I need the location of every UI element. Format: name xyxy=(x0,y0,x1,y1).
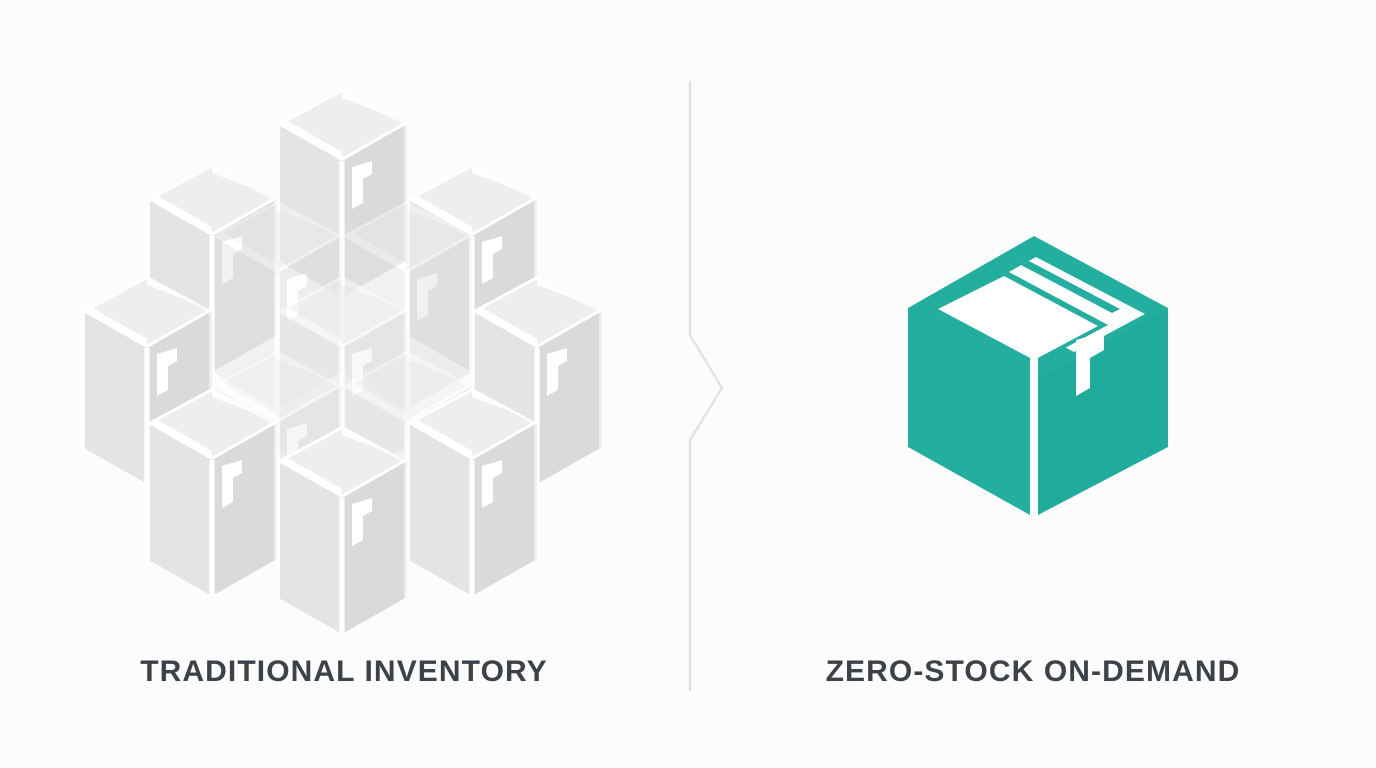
inventory-box xyxy=(407,388,537,596)
inventory-box xyxy=(277,426,407,634)
traditional-inventory-illustration xyxy=(82,89,602,634)
zero-stock-box-illustration xyxy=(908,236,1168,515)
inventory-box xyxy=(147,388,277,596)
traditional-inventory-label: TRADITIONAL INVENTORY xyxy=(140,655,548,688)
zero-stock-on-demand-label: ZERO-STOCK ON-DEMAND xyxy=(825,655,1241,688)
divider-with-chevron xyxy=(688,80,724,692)
